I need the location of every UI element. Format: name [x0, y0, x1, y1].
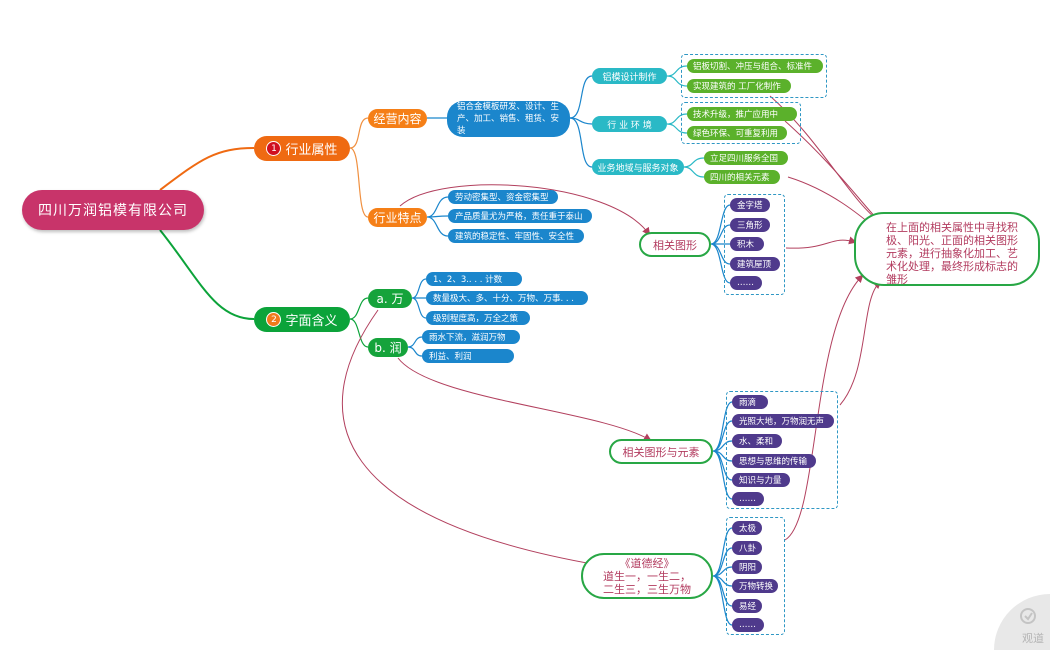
edge-root-branch2 [159, 229, 255, 320]
edge-b2-run [349, 318, 369, 348]
node-shapes2[interactable]: 相关图形与元素 [609, 439, 713, 464]
node-design[interactable]: 铝模设计制作 [592, 68, 667, 84]
item-tedian-2[interactable]: 建筑的稳定性、牢固性、安全性 [448, 229, 584, 243]
edge-shapes1-items [710, 204, 731, 284]
dashbox-shapes2 [726, 391, 838, 509]
edge-tedian-items [426, 196, 449, 237]
edge-wan-items [411, 278, 427, 319]
item-shapes2-3[interactable]: 思想与思维的传输 [732, 454, 816, 468]
edge-shapes2-items [712, 401, 733, 500]
edge-region-items [683, 157, 705, 178]
item-daode-5[interactable]: …… [732, 618, 764, 632]
item-daode-3[interactable]: 万物转换 [732, 579, 778, 593]
arrow-shapes1-callout [785, 236, 857, 249]
item-shapes2-2[interactable]: 水、柔和 [732, 434, 782, 448]
edge-env-items [666, 113, 688, 134]
item-shapes1-4[interactable]: …… [730, 276, 762, 290]
item-design-1[interactable]: 实现建筑的 工厂化制作 [687, 79, 791, 93]
edge-b1-tedian [349, 147, 369, 218]
node-wan[interactable]: a. 万 [368, 289, 412, 308]
node-daode[interactable]: 《道德经》 道生一，一生二， 二生三，三生万物 [581, 553, 713, 599]
item-shapes1-1[interactable]: 三角形 [730, 218, 770, 232]
node-jingying[interactable]: 经营内容 [368, 109, 427, 128]
item-shapes2-0[interactable]: 雨滴 [732, 395, 768, 409]
watermark-logo-icon [994, 594, 1050, 650]
arrow-tedian-shapes1 [399, 184, 651, 236]
dashbox-shapes1 [724, 194, 785, 295]
item-run-1[interactable]: 利益、利润 [422, 349, 514, 363]
item-run-0[interactable]: 雨水下流，滋润万物 [422, 330, 520, 344]
item-shapes1-2[interactable]: 积木 [730, 237, 764, 251]
item-daode-4[interactable]: 易经 [732, 599, 762, 613]
item-wan-0[interactable]: 1、2、3.. . . 计数 [426, 272, 522, 286]
edge-root-branch1 [159, 147, 255, 191]
dashbox-env [681, 102, 801, 144]
edge-run-items [407, 336, 423, 357]
branch-industry[interactable]: 1 行业属性 [254, 136, 350, 161]
item-shapes2-5[interactable]: …… [732, 492, 764, 506]
item-daode-0[interactable]: 太极 [732, 521, 762, 535]
item-region-1[interactable]: 四川的相关元素 [704, 170, 780, 184]
badge-1: 1 [266, 141, 282, 156]
item-env-0[interactable]: 技术升级，推广应用中 [687, 107, 797, 121]
edge-summary-design [569, 75, 593, 119]
daode-line1: 道生一，一生二， [603, 569, 691, 583]
item-wan-1[interactable]: 数量极大、多、十分、万物、万事. . . [426, 291, 588, 305]
item-daode-1[interactable]: 八卦 [732, 541, 762, 555]
item-tedian-0[interactable]: 劳动密集型、资金密集型 [448, 190, 558, 204]
item-shapes2-1[interactable]: 光照大地，万物润无声 [732, 414, 834, 428]
edge-summary-region [569, 117, 593, 168]
callout-summary[interactable]: 在上面的相关属性中寻找积极、阳光、正面的相关图形元素，进行抽象化加工、艺术化处理… [854, 212, 1040, 286]
daode-line2: 二生三，三生万物 [603, 582, 691, 596]
item-design-0[interactable]: 铝板切割、冲压与组合、标准件 [687, 59, 823, 73]
item-tedian-1[interactable]: 产品质量尤为严格，责任重于泰山 [448, 209, 592, 223]
item-shapes1-0[interactable]: 金字塔 [730, 198, 770, 212]
dashbox-design [681, 54, 827, 98]
node-run[interactable]: b. 润 [368, 338, 408, 357]
item-wan-2[interactable]: 级别程度高，万全之策 [426, 311, 530, 325]
edge-b1-jingying [349, 117, 369, 149]
branch-literal[interactable]: 2 字面含义 [254, 307, 350, 332]
edge-design-items [666, 65, 688, 87]
item-shapes2-4[interactable]: 知识与力量 [732, 473, 790, 487]
node-jingying-summary[interactable]: 铝合金模板研发、设计、生产、加工、销售、租赁、安装 [447, 101, 570, 137]
root-node[interactable]: 四川万润铝模有限公司 [22, 190, 204, 230]
edge-daode-items [712, 527, 733, 626]
watermark: 观道 [994, 594, 1050, 650]
arrow-shapes2-callout [839, 280, 882, 406]
edge-b2-wan [349, 297, 369, 320]
arrow-run-shapes2 [397, 357, 652, 442]
watermark-text: 观道 [1022, 632, 1044, 645]
badge-2: 2 [266, 312, 282, 327]
daode-title: 《道德经》 [619, 556, 675, 570]
arrow-wan-daode [341, 309, 600, 568]
node-tedian[interactable]: 行业特点 [368, 208, 427, 227]
dashbox-daode [726, 517, 785, 635]
item-shapes1-3[interactable]: 建筑屋顶 [730, 257, 780, 271]
node-region[interactable]: 业务地域与服务对象 [592, 159, 684, 175]
item-daode-2[interactable]: 阴阳 [732, 560, 762, 574]
node-shapes1[interactable]: 相关图形 [639, 232, 711, 257]
branch-literal-label: 字面含义 [285, 314, 338, 329]
item-region-0[interactable]: 立足四川服务全国 [704, 151, 788, 165]
item-env-1[interactable]: 绿色环保、可重复利用 [687, 126, 787, 140]
node-env[interactable]: 行 业 环 境 [592, 116, 667, 132]
branch-industry-label: 行业属性 [285, 143, 338, 158]
